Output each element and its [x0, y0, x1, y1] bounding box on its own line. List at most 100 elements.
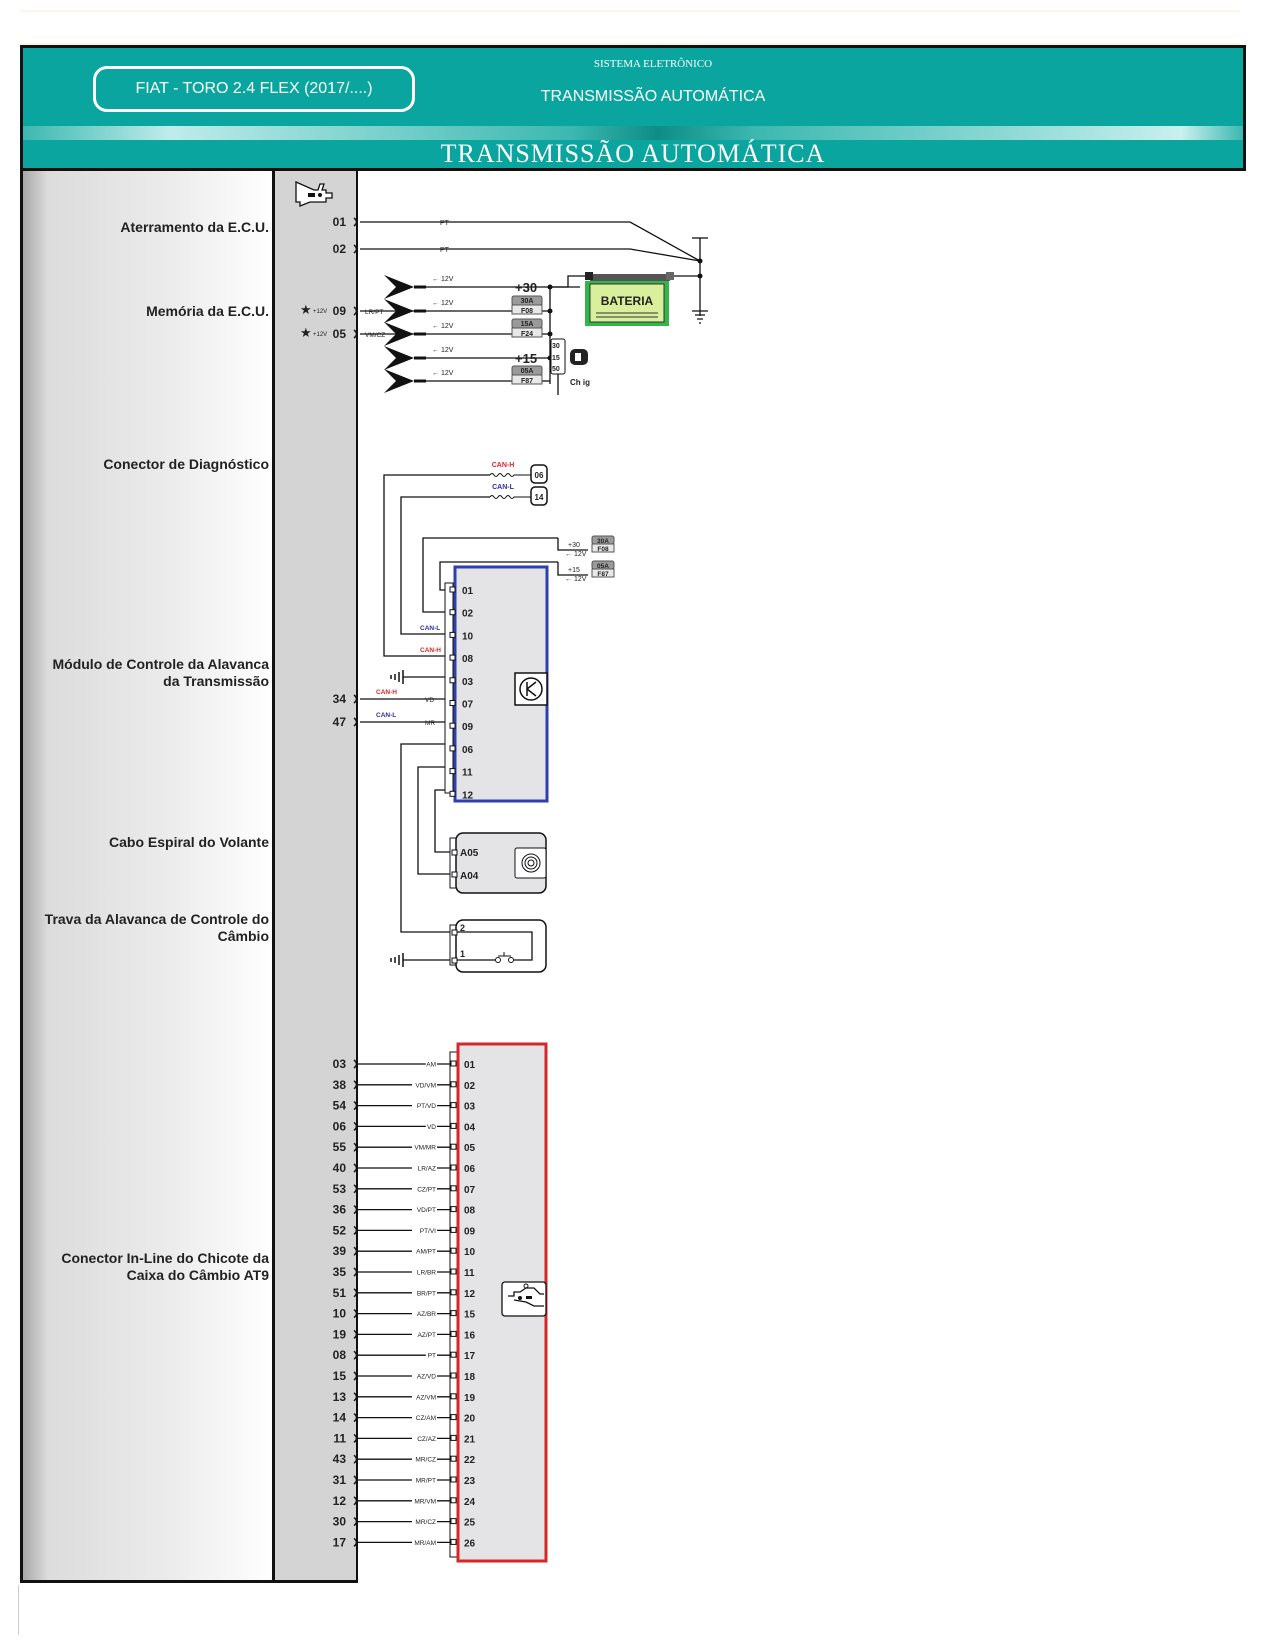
pin-ecu-47: 47 CAN-L MR: [333, 712, 436, 729]
arrow-12v-5: ← 12V: [384, 369, 454, 393]
svg-text:← 12V: ← 12V: [432, 323, 454, 330]
terminal: [450, 1455, 457, 1462]
pin-hook: [353, 1142, 358, 1152]
vehicle-model: FIAT - TORO 2.4 FLEX (2017/....): [93, 66, 415, 112]
connector-pin: 23: [464, 1476, 476, 1487]
spiral-icon: [514, 847, 547, 879]
wire-color: AZ/BR: [417, 1311, 436, 1318]
wire-color: AZ/PT: [418, 1332, 436, 1339]
pin-ecu-01: 01 PT: [333, 215, 450, 229]
terminal: [450, 1372, 457, 1379]
svg-text:07: 07: [462, 700, 474, 711]
svg-text:05A: 05A: [521, 368, 534, 375]
shift-lock-switch: 2 1: [390, 919, 547, 973]
svg-text:+30: +30: [568, 542, 580, 549]
pin-hook: [353, 1371, 358, 1381]
fuse-f87: 05A F87: [511, 365, 543, 385]
inline-connector-box: [449, 1042, 548, 1563]
terminal: [450, 1122, 457, 1129]
wire-color: LR/BR: [417, 1270, 436, 1277]
terminal: [450, 1518, 457, 1525]
wire-color: VD: [427, 1124, 436, 1131]
top-rule-2: [20, 43, 1240, 45]
pin-ecu-02: 02 PT: [333, 242, 450, 256]
lever-wiring: [360, 676, 450, 933]
wire-color: BR/PT: [417, 1290, 436, 1297]
connector-pin: 06: [464, 1164, 476, 1175]
system-name: TRANSMISSÃO AUTOMÁTICA: [540, 88, 766, 105]
battery-icon: BATERIA: [585, 272, 674, 326]
pin-hook: [353, 1454, 358, 1464]
svg-text:02: 02: [333, 242, 347, 256]
ecu-pin: 10: [333, 1307, 347, 1321]
terminal: [450, 1414, 457, 1421]
pin-hook: [353, 1184, 358, 1194]
ecu-pin: 40: [333, 1161, 347, 1175]
wire-color: MR/CZ: [415, 1519, 436, 1526]
key-icon: [570, 349, 588, 365]
pin-hook: [353, 1329, 358, 1339]
svg-text:06: 06: [535, 471, 544, 480]
star-icon: ★: [300, 302, 312, 317]
wire-color: CZ/AZ: [417, 1436, 436, 1443]
connector-pin: 05: [464, 1143, 476, 1154]
splice-dots: [547, 258, 703, 361]
svg-text:11: 11: [462, 768, 473, 779]
ecu-pin: 06: [333, 1119, 347, 1133]
page-title: TRANSMISSÃO AUTOMÁTICA: [440, 139, 826, 168]
terminal: [450, 1310, 457, 1317]
svg-text:30A: 30A: [597, 538, 609, 545]
svg-text:47: 47: [333, 715, 347, 729]
plus15-label: +15: [515, 351, 537, 366]
terminal: [450, 1538, 457, 1545]
terminal: [450, 1102, 457, 1109]
terminal: [450, 1476, 457, 1483]
connector-pin: 07: [464, 1185, 476, 1196]
svg-text:F08: F08: [521, 308, 533, 315]
section-label-lever-module: Módulo de Controle da Alavanca da Transm…: [52, 656, 269, 689]
plus30-label: +30: [515, 280, 537, 295]
wire-color: VM/MR: [414, 1145, 436, 1152]
connector-pin: 16: [464, 1330, 476, 1341]
connector-pin: 03: [464, 1102, 476, 1113]
svg-text:Ch ig: Ch ig: [570, 378, 590, 387]
header-banner: FIAT - TORO 2.4 FLEX (2017/....) SISTEMA…: [20, 45, 1246, 171]
svg-text:← 12V: ← 12V: [432, 276, 454, 283]
star-icon: ★: [300, 325, 312, 340]
svg-text:CAN-H: CAN-H: [492, 462, 515, 469]
wire-color: PT/VI: [420, 1228, 436, 1235]
ecu-pin: 14: [333, 1411, 347, 1425]
terminal: [450, 1226, 457, 1233]
wire-color: AZ/VD: [417, 1374, 436, 1381]
connector-pin: 18: [464, 1372, 476, 1383]
ecu-pin: 38: [333, 1078, 347, 1092]
section-label-panel: [20, 171, 272, 1583]
can-h-label: CAN-H: [420, 647, 441, 654]
connector-pin: 21: [464, 1434, 476, 1445]
svg-text:06: 06: [462, 745, 474, 756]
svg-text:F24: F24: [521, 331, 533, 338]
wire-color: CZ/AM: [416, 1415, 436, 1422]
connector-pin: 10: [464, 1247, 476, 1258]
connector-pin: 02: [464, 1081, 476, 1092]
pin-hook: [353, 1496, 358, 1506]
svg-text:A04: A04: [460, 871, 479, 882]
connector-pin: 17: [464, 1351, 476, 1362]
svg-text:CAN-L: CAN-L: [376, 712, 396, 719]
lever-pin-09: 09: [449, 722, 474, 733]
lever-pin-03: 03: [449, 677, 474, 688]
ecu-pin: 51: [333, 1286, 347, 1300]
section-label-shift-lock: Trava da Alavanca de Controle do Câmbio: [44, 911, 269, 944]
system-subtitle: SISTEMA ELETRÔNICO: [593, 58, 713, 70]
pin-hook: [353, 1080, 358, 1090]
pin-hook: [353, 1288, 358, 1298]
wire-color: MR/VM: [414, 1498, 436, 1505]
